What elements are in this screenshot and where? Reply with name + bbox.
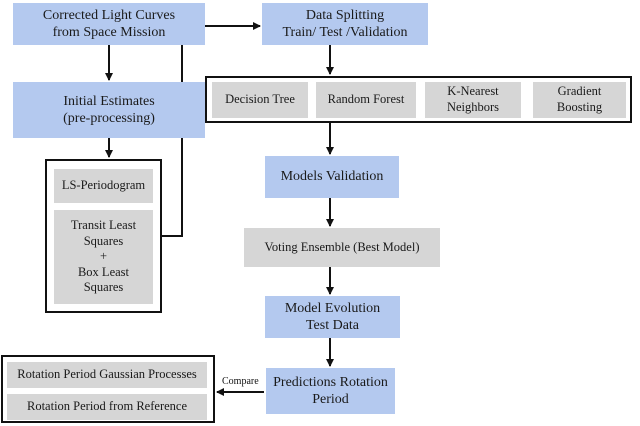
node-k-nearest-neighbors: K-Nearest Neighbors bbox=[425, 82, 521, 118]
node-decision-tree: Decision Tree bbox=[212, 82, 308, 118]
node-transit-box-least-squares: Transit Least Squares + Box Least Square… bbox=[54, 210, 153, 304]
node-models-validation: Models Validation bbox=[265, 156, 399, 198]
node-model-evolution: Model Evolution Test Data bbox=[265, 296, 400, 338]
node-rp-reference: Rotation Period from Reference bbox=[7, 394, 207, 420]
node-corrected-light-curves: Corrected Light Curves from Space Missio… bbox=[13, 3, 205, 45]
node-rp-gaussian: Rotation Period Gaussian Processes bbox=[7, 362, 207, 388]
edge-label-compare: Compare bbox=[222, 376, 259, 387]
node-ls-periodogram: LS-Periodogram bbox=[54, 169, 153, 203]
node-random-forest: Random Forest bbox=[316, 82, 416, 118]
node-initial-estimates: Initial Estimates (pre-processing) bbox=[13, 82, 205, 138]
node-data-splitting: Data Splitting Train/ Test /Validation bbox=[262, 3, 428, 45]
node-voting-ensemble: Voting Ensemble (Best Model) bbox=[244, 228, 440, 267]
node-predictions-rotation: Predictions Rotation Period bbox=[266, 368, 395, 414]
node-gradient-boosting: Gradient Boosting bbox=[533, 82, 626, 118]
